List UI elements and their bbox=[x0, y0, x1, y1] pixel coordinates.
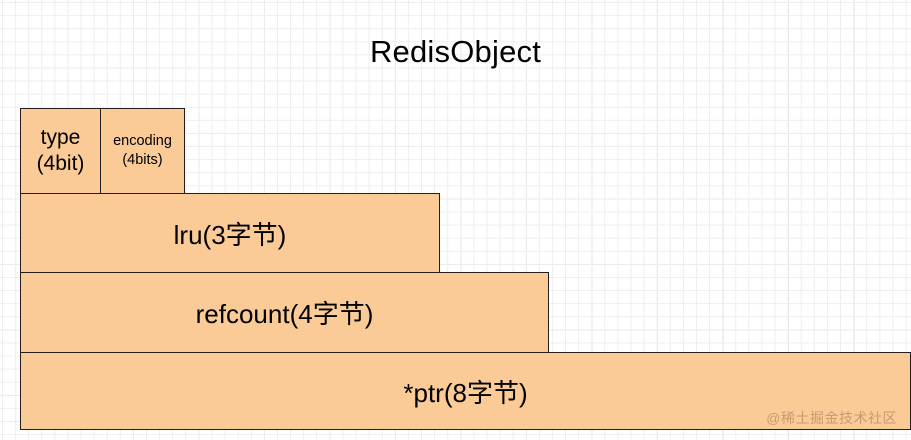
field-encoding-name: encoding bbox=[113, 133, 172, 149]
field-lru-row: lru(3字节) bbox=[20, 193, 440, 273]
field-ptr-label: *ptr(8字节) bbox=[403, 377, 528, 408]
field-refcount-label: refcount(4字节) bbox=[195, 299, 374, 329]
redisobject-header-row: type (4bit) encoding (4bits) bbox=[20, 108, 185, 194]
field-ptr-row: *ptr(8字节) bbox=[20, 352, 911, 430]
field-encoding-size: (4bits) bbox=[122, 152, 163, 168]
field-encoding-cell: encoding (4bits) bbox=[101, 109, 184, 193]
field-type-name: type bbox=[40, 126, 81, 149]
field-refcount-row: refcount(4字节) bbox=[20, 272, 549, 353]
field-type-cell: type (4bit) bbox=[21, 109, 101, 193]
page-title: RedisObject bbox=[369, 34, 542, 69]
field-type-size: (4bit) bbox=[36, 152, 85, 175]
field-lru-label: lru(3字节) bbox=[173, 219, 287, 250]
